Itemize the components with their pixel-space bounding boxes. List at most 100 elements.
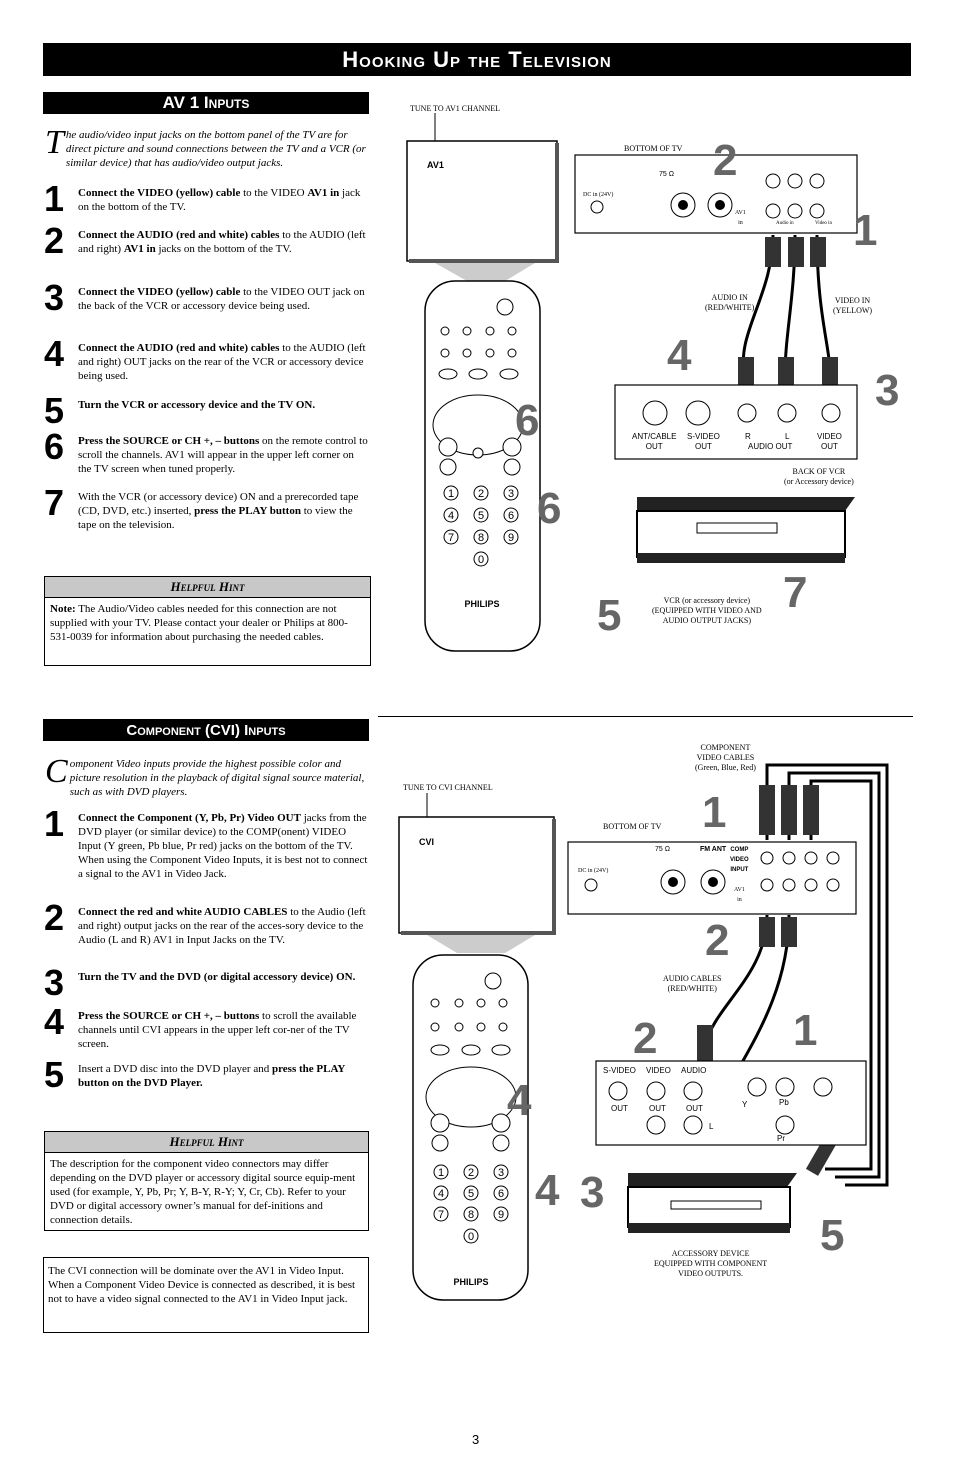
svg-text:5: 5 xyxy=(478,510,484,522)
tune-cvi-label: TUNE TO CVI CHANNEL xyxy=(403,783,493,792)
step-text: Insert a DVD disc into the DVD player an… xyxy=(78,1063,345,1089)
ohm-label: 75 Ω xyxy=(655,846,670,853)
svg-text:2: 2 xyxy=(468,1167,474,1179)
tv-screen xyxy=(406,140,558,262)
s-video-out-label: S-VIDEO OUT xyxy=(687,432,720,451)
ant-cable-out-label: ANT/CABLE OUT xyxy=(632,432,677,451)
svg-text:1: 1 xyxy=(853,206,877,255)
dvd-back-panel xyxy=(595,1060,867,1146)
hint-title: Helpful Hint xyxy=(45,1132,368,1153)
svg-text:9: 9 xyxy=(498,1209,504,1221)
bottom-of-tv-label: BOTTOM OF TV xyxy=(624,144,683,153)
svg-text:2: 2 xyxy=(713,136,737,185)
step-text: Connect the AUDIO (red and white) cables… xyxy=(78,229,366,255)
section-divider xyxy=(378,716,913,717)
comp-video-input-label: COMP VIDEO INPUT xyxy=(730,847,749,873)
svg-text:6: 6 xyxy=(498,1188,504,1200)
tv-screen xyxy=(398,816,555,934)
l-label: L xyxy=(709,1122,714,1131)
svg-text:9: 9 xyxy=(508,532,514,544)
svg-text:4: 4 xyxy=(535,1166,560,1215)
step-text: Connect the VIDEO (yellow) cable to the … xyxy=(78,286,365,312)
step-number: 4 xyxy=(44,1001,65,1042)
svg-text:3: 3 xyxy=(875,366,899,415)
cvi-heading: Component (CVI) Inputs xyxy=(43,719,369,741)
screen-av1-text: AV1 xyxy=(427,160,444,170)
page-number: 3 xyxy=(472,1432,480,1447)
vcr-front xyxy=(636,510,846,558)
svg-text:5: 5 xyxy=(820,1211,844,1260)
step-number: 7 xyxy=(44,482,65,523)
svg-text:4: 4 xyxy=(667,331,692,380)
av1-diagram: 1 2 3 4 5 6 7 8 9 0 PHILIPS xyxy=(406,113,899,652)
svg-text:2: 2 xyxy=(705,916,729,965)
svg-text:7: 7 xyxy=(438,1209,444,1221)
dc-in-label: DC in (24V) xyxy=(578,868,609,874)
pr-label: Pr xyxy=(777,1134,785,1143)
hint-note-label: Note: xyxy=(50,603,76,615)
audio-out-label: OUT xyxy=(686,1104,703,1113)
page-banner: Hooking Up the Television xyxy=(43,43,911,76)
svg-text:3: 3 xyxy=(580,1168,604,1217)
step-number: 2 xyxy=(44,897,65,938)
svg-text:7: 7 xyxy=(783,568,807,617)
hint-title: Helpful Hint xyxy=(45,577,370,598)
audio-in-small-label: Audio in xyxy=(776,221,794,226)
ohm-label: 75 Ω xyxy=(659,171,674,178)
step-number: 3 xyxy=(44,962,65,1003)
dropcap: C xyxy=(45,753,68,790)
step-text: Connect the red and white AUDIO CABLES t… xyxy=(78,906,366,946)
svg-text:2: 2 xyxy=(633,1014,657,1063)
svg-text:PHILIPS: PHILIPS xyxy=(453,1277,488,1287)
video-out-label: OUT xyxy=(649,1104,666,1113)
audio-cables-label: AUDIO CABLES (RED/WHITE) xyxy=(663,974,722,993)
step-text: Press the SOURCE or CH +, – buttons on t… xyxy=(78,435,368,475)
component-cables-label: COMPONENT VIDEO CABLES (Green, Blue, Red… xyxy=(695,743,756,772)
step-text: Connect the VIDEO (yellow) cable to the … xyxy=(78,187,361,213)
step-number: 5 xyxy=(44,390,65,431)
bottom-of-tv-label: BOTTOM OF TV xyxy=(603,822,662,831)
cvi-diagram: 1 2 3 4 5 6 7 8 9 0 PHILIPS xyxy=(398,763,889,1301)
screen-cvi-text: CVI xyxy=(419,837,435,847)
step-number: 4 xyxy=(44,333,65,374)
s-video-label: S-VIDEO xyxy=(603,1066,636,1075)
step-text: With the VCR (or accessory device) ON an… xyxy=(78,491,359,531)
video-label: VIDEO xyxy=(646,1066,671,1075)
dc-in-label: DC in (24V) xyxy=(583,192,614,198)
svg-text:4: 4 xyxy=(448,510,454,522)
audio-out-label: AUDIO OUT xyxy=(748,442,793,451)
svg-text:1: 1 xyxy=(793,1006,817,1055)
svg-text:3: 3 xyxy=(508,488,514,500)
s-video-out-label: OUT xyxy=(611,1104,628,1113)
av1-in-label: AV1 in xyxy=(734,887,745,903)
av1-hint-box: Helpful Hint Note: The Audio/Video cable… xyxy=(44,576,371,666)
video-out-label: VIDEO OUT xyxy=(817,432,842,451)
video-in-label: VIDEO IN (YELLOW) xyxy=(833,296,873,315)
svg-text:1: 1 xyxy=(438,1167,444,1179)
r-label: R xyxy=(745,432,751,441)
svg-text:3: 3 xyxy=(498,1167,504,1179)
svg-text:4: 4 xyxy=(507,1076,532,1125)
svg-text:6: 6 xyxy=(515,396,539,445)
back-of-vcr-label: BACK OF VCR (or Accessory device) xyxy=(784,467,854,486)
step-number: 1 xyxy=(44,178,65,219)
step-number: 1 xyxy=(44,803,65,844)
av1-heading: AV 1 Inputs xyxy=(43,92,369,114)
step-text: Connect the AUDIO (red and white) cables… xyxy=(78,342,366,382)
l-label: L xyxy=(785,432,790,441)
svg-text:5: 5 xyxy=(597,591,621,640)
video-in-small-label: Video in xyxy=(815,221,833,226)
svg-text:7: 7 xyxy=(448,532,454,544)
audio-in-label: AUDIO IN (RED/WHITE) xyxy=(705,293,755,312)
svg-text:0: 0 xyxy=(478,554,484,566)
svg-text:6: 6 xyxy=(508,510,514,522)
pb-label: Pb xyxy=(779,1098,789,1107)
y-label: Y xyxy=(742,1100,748,1109)
svg-text:4: 4 xyxy=(438,1188,444,1200)
svg-text:PHILIPS: PHILIPS xyxy=(464,599,499,609)
intro-text: omponent Video inputs provide the highes… xyxy=(69,758,365,798)
step-number: 5 xyxy=(44,1054,65,1095)
step-number: 2 xyxy=(44,220,65,261)
